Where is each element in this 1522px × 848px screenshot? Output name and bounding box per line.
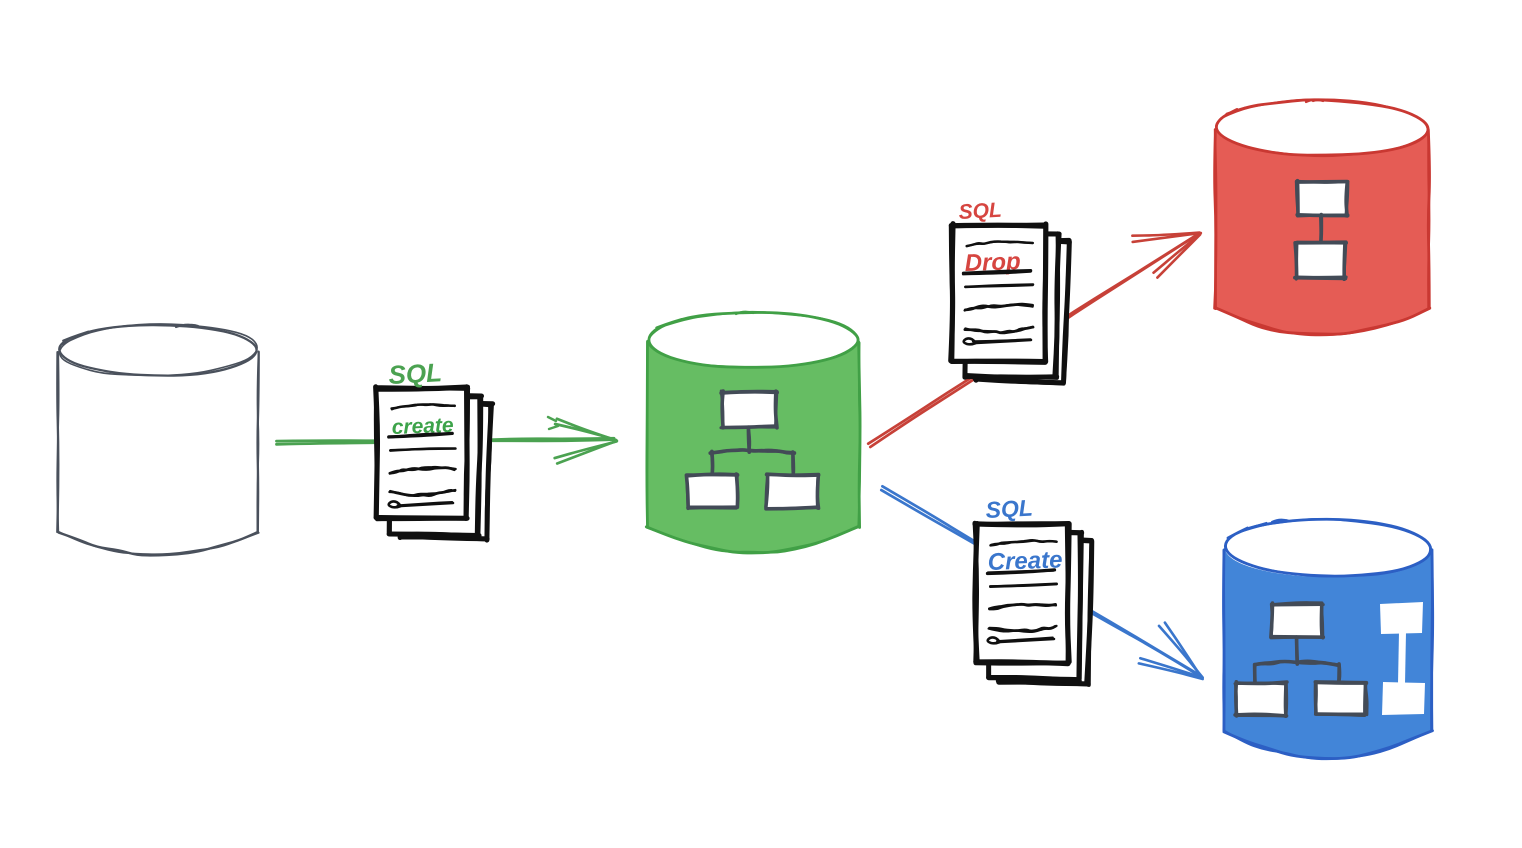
svg-text:SQL: SQL — [985, 495, 1034, 523]
svg-text:SQL: SQL — [388, 357, 443, 390]
svg-text:SQL: SQL — [958, 199, 1002, 224]
